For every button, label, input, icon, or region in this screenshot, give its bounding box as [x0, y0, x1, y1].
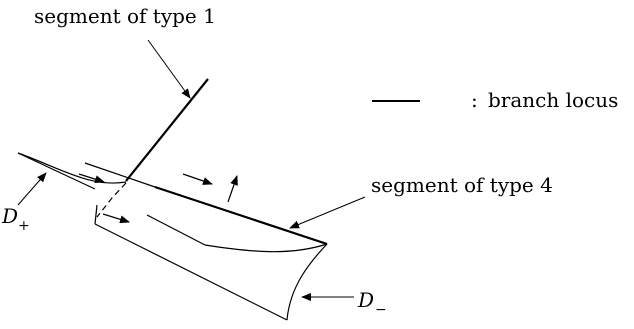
label-segment-type4: segment of type 4 — [371, 173, 553, 197]
leader-type4 — [289, 196, 366, 229]
legend-separator: : — [471, 88, 478, 112]
label-d-minus-sub: − — [375, 302, 387, 318]
d-minus-inner-line — [146, 214, 206, 246]
leader-type1 — [147, 39, 191, 99]
arrow-type1-normal — [182, 173, 213, 185]
d-minus-left-edge — [94, 204, 98, 225]
legend-text: branch locus — [488, 88, 618, 112]
label-segment-type1: segment of type 1 — [34, 4, 216, 28]
label-d-plus: D — [1, 204, 18, 228]
dashed-connector — [96, 182, 127, 218]
arrow-d-plus-normal — [78, 173, 105, 184]
label-d-plus-sub: + — [18, 218, 30, 234]
leader-d-plus — [17, 172, 47, 206]
segment-type1-line — [125, 78, 209, 182]
d-minus-right-curve — [286, 243, 328, 321]
d-minus-bottom-edge — [94, 223, 288, 321]
d-plus-curve — [17, 152, 127, 184]
segment-type4-line — [154, 185, 328, 246]
arrow-d-minus-normal — [102, 213, 130, 224]
label-d-minus: D — [357, 288, 374, 312]
arrow-type4-normal — [227, 175, 238, 203]
upper-thin-line — [84, 162, 156, 188]
d-plus-lower-line — [17, 152, 96, 190]
d-minus-inner-curve — [204, 243, 328, 253]
